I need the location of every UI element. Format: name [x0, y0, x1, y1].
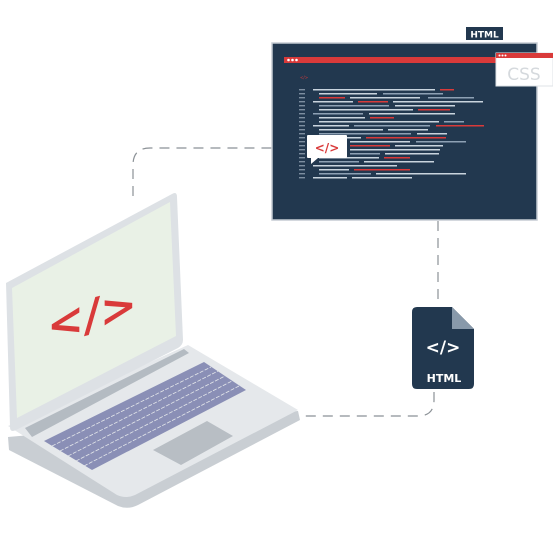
file-html-label: HTML [427, 372, 462, 385]
window-dot-icon [498, 54, 501, 57]
css-tab-card: CSS [495, 52, 553, 87]
window-dot-icon [287, 58, 290, 62]
file-code-symbol: </> [426, 338, 461, 358]
code-tooltip: </> [307, 135, 347, 164]
code-lines [313, 89, 484, 179]
laptop-keyboard [44, 362, 246, 470]
laptop-hinge [25, 349, 189, 437]
window-dot-icon [295, 58, 298, 62]
editor-tiny-tag: </> [300, 75, 308, 80]
html-tag-text: HTML [470, 30, 499, 40]
html-tag-label: HTML [466, 27, 503, 40]
laptop: </> [6, 193, 300, 508]
file-fold-corner [452, 307, 474, 329]
code-tooltip-symbol: </> [315, 141, 340, 155]
editor-title-bar [284, 57, 551, 63]
laptop-trackpad [153, 421, 233, 465]
html-file-icon: </> HTML [412, 307, 474, 389]
window-dot-icon [504, 54, 507, 57]
keyboard-key-lines [51, 366, 240, 467]
window-dot-icon [501, 54, 504, 57]
dashed-connectors [132, 147, 439, 417]
laptop-screen [12, 202, 176, 418]
code-editor-window: </> [271, 42, 551, 221]
connector-laptop-to-editor [132, 147, 272, 196]
connector-file-to-laptop [292, 392, 435, 417]
line-numbers [299, 89, 305, 179]
window-dot-icon [291, 58, 294, 62]
css-tab-label: CSS [507, 65, 540, 85]
